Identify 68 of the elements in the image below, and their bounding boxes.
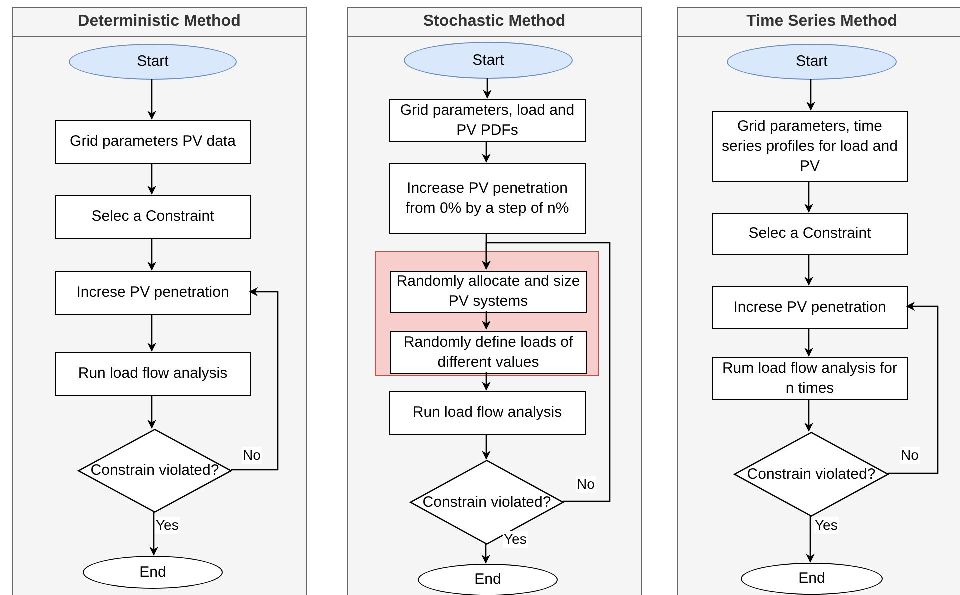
step-label: Start xyxy=(472,50,506,70)
decision-text: Constrain violated? xyxy=(422,492,552,512)
lane-panel xyxy=(347,7,642,595)
step-label: Start xyxy=(795,52,829,72)
arrow xyxy=(482,372,491,391)
decision-diamond xyxy=(734,432,889,517)
step-label: Increase PV penetration from 0% by a step of n% xyxy=(404,178,570,218)
arrow xyxy=(482,141,491,163)
step-label: Randomly allocate and size PV systems xyxy=(396,272,582,312)
process-box xyxy=(55,352,251,396)
arrow xyxy=(482,311,491,330)
arrow xyxy=(806,516,815,563)
edge-label: No xyxy=(900,447,920,464)
edge-label: Yes xyxy=(155,517,180,534)
arrow xyxy=(804,254,814,286)
process-box xyxy=(389,163,586,234)
step-label: Grid parameters, load and PV PDFs xyxy=(399,100,576,140)
arrow xyxy=(482,242,611,502)
edge-label: Yes xyxy=(814,517,839,534)
step-label: Selec a Constraint xyxy=(748,224,872,244)
process-box xyxy=(712,286,908,329)
step-label: End xyxy=(474,570,502,590)
step-label: Randomly define loads of different values xyxy=(402,332,574,372)
arrow xyxy=(804,328,814,357)
arrow xyxy=(150,512,158,556)
step-label: Increse PV penetration xyxy=(76,283,230,303)
step-label: Increse PV penetration xyxy=(732,298,888,318)
arrow xyxy=(888,302,939,474)
arrow xyxy=(804,399,814,432)
decision-text: Constrain violated? xyxy=(90,461,220,481)
process-box xyxy=(55,195,251,239)
arrow xyxy=(804,181,814,213)
arrow xyxy=(148,395,156,429)
arrow xyxy=(148,314,156,352)
edge-label: No xyxy=(242,447,262,464)
arrow xyxy=(482,544,490,564)
lane-panel xyxy=(677,7,960,595)
decision-diamond xyxy=(410,460,564,545)
process-box xyxy=(55,271,251,315)
process-box xyxy=(389,391,586,435)
step-label: Grid parameters PV data xyxy=(69,132,237,152)
arrow xyxy=(148,79,156,120)
highlight-group xyxy=(375,251,599,376)
process-box xyxy=(55,120,251,164)
step-label: End xyxy=(138,562,168,582)
step-label: Run load flow analysis xyxy=(77,364,229,384)
arrow xyxy=(483,78,492,99)
step-label: Grid parameters, time series profiles for load and PV xyxy=(721,116,899,176)
arrow xyxy=(482,434,491,460)
decision-text: Constrain violated? xyxy=(746,464,877,484)
process-box xyxy=(390,331,587,374)
decision-diamond xyxy=(78,429,232,513)
step-label: Selec a Constraint xyxy=(90,207,216,227)
process-box xyxy=(389,99,586,142)
edge-label: Yes xyxy=(503,531,528,548)
process-box xyxy=(712,213,908,255)
arrow xyxy=(148,163,156,195)
step-label: Start xyxy=(136,52,170,72)
process-box xyxy=(712,357,908,400)
step-label: Run load flow analysis xyxy=(412,403,564,423)
arrow xyxy=(806,79,816,111)
arrow xyxy=(148,238,156,271)
step-label: End xyxy=(798,569,826,589)
process-box xyxy=(712,111,908,182)
step-label: Rum load flow analysis for n times xyxy=(721,358,899,398)
lane-panel xyxy=(12,7,307,595)
edge-label: No xyxy=(576,476,596,493)
arrow xyxy=(231,288,279,471)
